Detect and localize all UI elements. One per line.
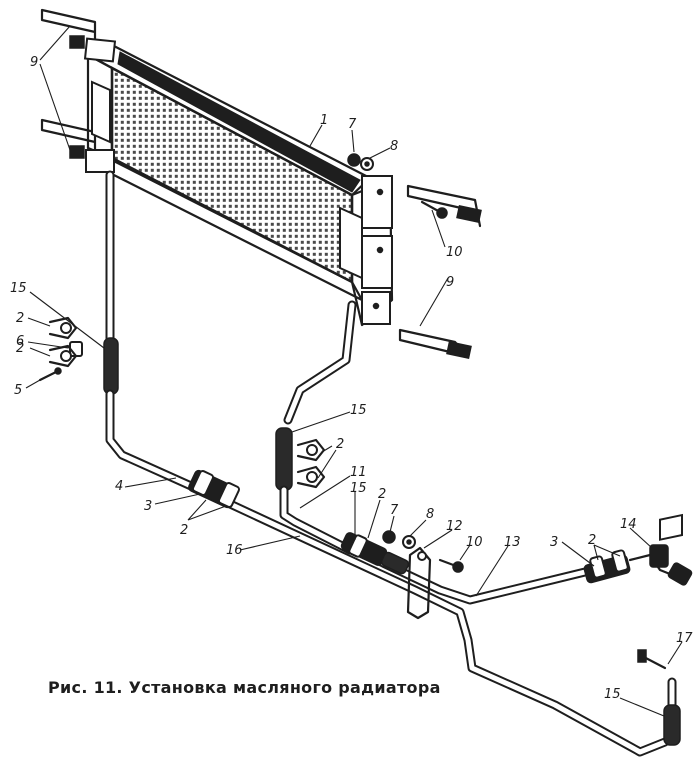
callout-2: 2: [588, 533, 596, 548]
pipe-support-bracket: [382, 530, 464, 620]
callout-labels: 1 2 2 2 2 2 2 3 3 4 5 6 7 7 8 8 9 9 10 1…: [10, 55, 693, 702]
leader-lines: [25, 25, 683, 717]
callout-10: 10: [446, 245, 463, 260]
callout-4: 4: [115, 479, 123, 494]
callout-2: 2: [16, 311, 24, 326]
lower-right-fitting: [637, 513, 683, 746]
mounting-bracket-right: [398, 184, 482, 360]
oil-radiator: [83, 37, 394, 327]
callout-2: 2: [16, 341, 24, 356]
callout-7: 7: [390, 503, 399, 518]
exploded-clamps-middle: [296, 438, 326, 489]
radiator-nut-and-washer: [347, 153, 374, 171]
callout-10: 10: [466, 535, 483, 550]
callout-12: 12: [446, 519, 463, 534]
callout-16: 16: [226, 543, 243, 558]
callout-7: 7: [348, 117, 357, 132]
right-radiator-pipe: [275, 300, 357, 555]
callout-9: 9: [446, 275, 454, 290]
callout-1: 1: [320, 113, 328, 128]
callout-15: 15: [10, 281, 27, 296]
left-pipe: [103, 170, 205, 495]
callout-15: 15: [350, 403, 367, 418]
callout-3: 3: [550, 535, 558, 550]
left-coupling: [188, 469, 241, 509]
callout-5: 5: [14, 383, 22, 398]
callout-2: 2: [378, 487, 386, 502]
callout-2: 2: [180, 523, 188, 538]
callout-15: 15: [604, 687, 621, 702]
callout-9: 9: [30, 55, 38, 70]
callout-3: 3: [144, 499, 152, 514]
callout-2: 2: [336, 437, 344, 452]
callout-14: 14: [620, 517, 637, 532]
callout-8: 8: [426, 507, 434, 522]
callout-15: 15: [350, 481, 367, 496]
callout-8: 8: [390, 139, 398, 154]
callout-17: 17: [676, 631, 693, 646]
middle-coupling: [340, 532, 410, 575]
right-fitting: [583, 544, 693, 586]
callout-6: 6: [16, 334, 24, 349]
exploded-clamps-left: [38, 316, 83, 382]
figure-caption: Рис. 11. Установка масляного радиатора: [48, 678, 441, 697]
main-oil-pipe: [195, 485, 670, 757]
callout-11: 11: [350, 465, 367, 480]
callout-13: 13: [504, 535, 521, 550]
